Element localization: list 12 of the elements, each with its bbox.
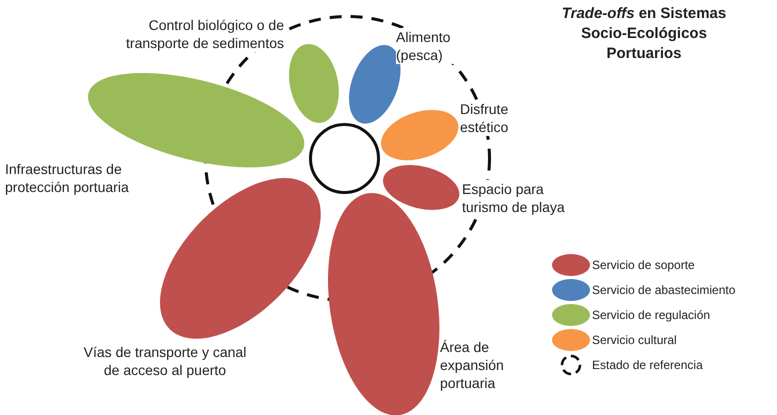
petal-ellipse xyxy=(327,192,441,415)
legend-label: Servicio de abastecimiento xyxy=(592,282,736,298)
diagram-title: Trade-offs en Sistemas Socio-Ecológicos Portuarios xyxy=(560,4,728,64)
legend-label: Estado de referencia xyxy=(592,357,703,373)
petal-ellipse xyxy=(380,108,460,162)
petal-ellipse xyxy=(158,176,322,340)
legend-label: Servicio cultural xyxy=(592,332,677,348)
petal-ellipse xyxy=(382,164,460,210)
petal-ellipse xyxy=(288,42,340,124)
legend-label: Servicio de soporte xyxy=(592,257,695,273)
legend-label: Servicio de regulación xyxy=(592,307,710,323)
center-circle xyxy=(308,122,380,194)
